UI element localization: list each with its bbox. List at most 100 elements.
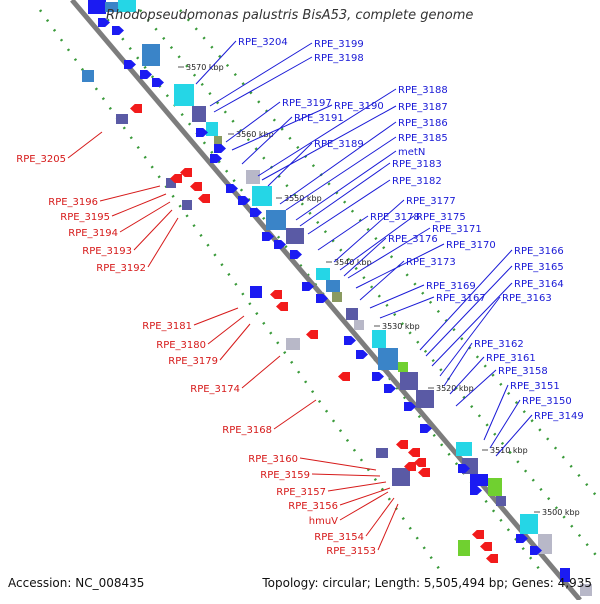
gene-label[interactable]: RPE_3186 <box>398 118 448 129</box>
plus-gene-arrow[interactable] <box>316 294 328 303</box>
gene-block[interactable] <box>246 170 260 184</box>
gene-label[interactable]: RPE_3194 <box>68 228 118 239</box>
gene-label[interactable]: RPE_3177 <box>406 196 456 207</box>
gene-block[interactable] <box>142 44 160 66</box>
gene-label[interactable]: RPE_3166 <box>514 246 564 257</box>
gene-block[interactable] <box>538 534 552 554</box>
minus-gene-arrow[interactable] <box>306 330 318 339</box>
minus-gene-arrow[interactable] <box>276 302 288 311</box>
gene-block[interactable] <box>252 186 272 206</box>
gene-label[interactable]: RPE_3188 <box>398 85 448 96</box>
gene-block[interactable] <box>458 540 470 556</box>
gene-label[interactable]: RPE_3180 <box>156 340 206 351</box>
gene-label[interactable]: RPE_3167 <box>436 293 486 304</box>
gene-block[interactable] <box>520 514 538 534</box>
gene-label[interactable]: RPE_3193 <box>82 246 132 257</box>
gene-label[interactable]: RPE_3190 <box>334 101 384 112</box>
plus-gene-arrow[interactable] <box>262 232 274 241</box>
gene-block[interactable] <box>166 178 176 188</box>
gene-label[interactable]: RPE_3157 <box>276 487 326 498</box>
gene-block[interactable] <box>470 474 488 486</box>
plus-gene-arrow[interactable] <box>470 486 482 495</box>
gene-block[interactable] <box>88 0 106 14</box>
plus-gene-arrow[interactable] <box>516 534 528 543</box>
plus-gene-arrow[interactable] <box>404 402 416 411</box>
minus-gene-arrow[interactable] <box>130 104 142 113</box>
gene-block[interactable] <box>376 448 388 458</box>
gene-label[interactable]: RPE_3174 <box>190 384 240 395</box>
gene-label[interactable]: RPE_3178 <box>370 212 420 223</box>
minus-gene-arrow[interactable] <box>180 168 192 177</box>
gene-label[interactable]: RPE_3165 <box>514 262 564 273</box>
gene-block[interactable] <box>580 584 592 596</box>
gene-label[interactable]: RPE_3185 <box>398 133 448 144</box>
gene-block[interactable] <box>116 114 128 124</box>
gene-label[interactable]: RPE_3163 <box>502 293 552 304</box>
gene-block[interactable] <box>206 122 218 136</box>
plus-gene-arrow[interactable] <box>152 78 164 87</box>
plus-gene-arrow[interactable] <box>458 464 470 473</box>
gene-label[interactable]: RPE_3182 <box>392 176 442 187</box>
plus-gene-arrow[interactable] <box>356 350 368 359</box>
gene-block[interactable] <box>398 362 408 372</box>
minus-gene-arrow[interactable] <box>414 458 426 467</box>
plus-gene-arrow[interactable] <box>214 144 226 153</box>
gene-label[interactable]: RPE_3160 <box>248 454 298 465</box>
plus-gene-arrow[interactable] <box>302 282 314 291</box>
gene-label[interactable]: RPE_3181 <box>142 321 192 332</box>
gene-label[interactable]: RPE_3150 <box>522 396 572 407</box>
gene-label[interactable]: RPE_3156 <box>288 501 338 512</box>
gene-block[interactable] <box>105 2 119 12</box>
gene-label[interactable]: RPE_3198 <box>314 53 364 64</box>
gene-label[interactable]: RPE_3149 <box>534 411 584 422</box>
gene-block[interactable] <box>82 70 94 82</box>
plus-gene-arrow[interactable] <box>250 208 262 217</box>
gene-label[interactable]: RPE_3183 <box>392 159 442 170</box>
gene-block[interactable] <box>488 478 502 496</box>
gene-block[interactable] <box>182 200 192 210</box>
minus-gene-arrow[interactable] <box>170 174 182 183</box>
gene-block[interactable] <box>250 286 262 298</box>
gene-block[interactable] <box>560 568 570 582</box>
gene-block[interactable] <box>372 330 386 348</box>
minus-gene-arrow[interactable] <box>418 468 430 477</box>
plus-gene-arrow[interactable] <box>372 372 384 381</box>
gene-label[interactable]: RPE_3158 <box>498 366 548 377</box>
gene-block[interactable] <box>286 338 300 350</box>
plus-gene-arrow[interactable] <box>530 546 542 555</box>
gene-label[interactable]: RPE_3153 <box>326 546 376 557</box>
gene-block[interactable] <box>354 320 364 330</box>
gene-label[interactable]: RPE_3168 <box>222 425 272 436</box>
plus-gene-arrow[interactable] <box>210 154 222 163</box>
minus-gene-arrow[interactable] <box>190 182 202 191</box>
plus-gene-arrow[interactable] <box>384 384 396 393</box>
plus-gene-arrow[interactable] <box>140 70 152 79</box>
gene-block[interactable] <box>332 292 342 302</box>
gene-label[interactable]: RPE_3162 <box>474 339 524 350</box>
gene-label[interactable]: RPE_3187 <box>398 102 448 113</box>
gene-block[interactable] <box>496 496 506 506</box>
gene-block[interactable] <box>214 136 222 146</box>
gene-label[interactable]: RPE_3169 <box>426 281 476 292</box>
gene-block[interactable] <box>286 228 304 244</box>
gene-label[interactable]: RPE_3173 <box>406 257 456 268</box>
plus-gene-arrow[interactable] <box>344 336 356 345</box>
gene-block[interactable] <box>326 280 340 292</box>
plus-gene-arrow[interactable] <box>420 424 432 433</box>
gene-label[interactable]: RPE_3176 <box>388 234 438 245</box>
gene-label[interactable]: metN <box>398 147 425 158</box>
minus-gene-arrow[interactable] <box>408 448 420 457</box>
minus-gene-arrow[interactable] <box>198 194 210 203</box>
gene-label[interactable]: RPE_3205 <box>16 154 66 165</box>
gene-block[interactable] <box>392 468 410 486</box>
gene-block[interactable] <box>266 210 286 230</box>
gene-label[interactable]: RPE_3196 <box>48 197 98 208</box>
plus-gene-arrow[interactable] <box>226 184 238 193</box>
gene-label[interactable]: RPE_3179 <box>168 356 218 367</box>
gene-label[interactable]: RPE_3197 <box>282 98 332 109</box>
gene-label[interactable]: RPE_3204 <box>238 37 288 48</box>
minus-gene-arrow[interactable] <box>338 372 350 381</box>
gene-label[interactable]: hmuV <box>309 516 338 527</box>
gene-label[interactable]: RPE_3199 <box>314 39 364 50</box>
minus-gene-arrow[interactable] <box>396 440 408 449</box>
